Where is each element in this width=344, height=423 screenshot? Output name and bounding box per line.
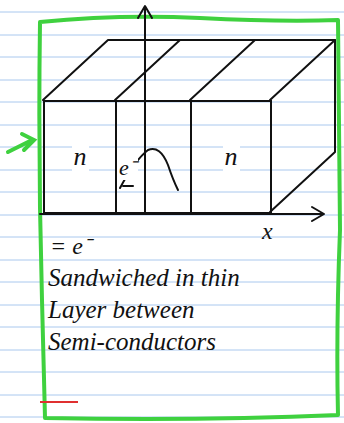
layer-label: n xyxy=(223,143,240,172)
caption-note: Sandwiched in thin Layer between Semi-co… xyxy=(48,262,248,358)
semiconductor-layer: e⁻ xyxy=(115,100,192,214)
layer-label: e⁻ xyxy=(117,156,138,180)
semiconductor-layer: n xyxy=(43,100,117,214)
layer-label: n xyxy=(72,143,89,172)
equation-note: = e⁻ xyxy=(50,228,91,261)
semiconductor-layer: n xyxy=(190,100,272,214)
axis-label: x xyxy=(262,218,273,245)
